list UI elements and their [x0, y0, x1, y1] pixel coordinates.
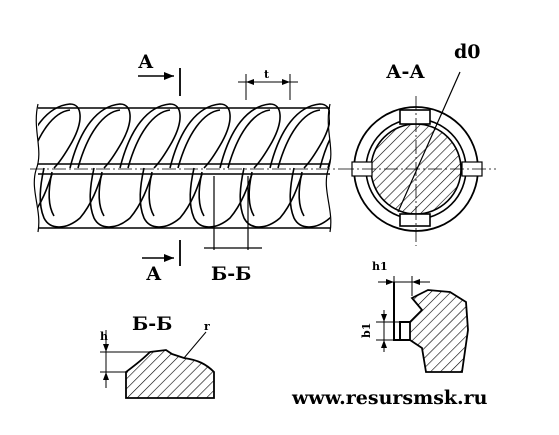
b1-label: b1: [360, 323, 373, 338]
rebar-ribs: [38, 103, 330, 229]
rebar-side-view: [30, 68, 340, 266]
rib-detail-view: [376, 276, 469, 373]
section-aa-title: А-А: [386, 61, 425, 83]
website-url: www.resursmsk.ru: [291, 387, 488, 409]
section-bb-title: Б-Б: [132, 313, 172, 335]
h1-label: h1: [372, 260, 388, 273]
diameter-d0-label: d0: [454, 41, 481, 63]
radius-r-label: r: [204, 320, 210, 333]
section-aa-view: [340, 71, 496, 246]
section-bb-view: [100, 330, 215, 399]
section-bb-mark-label: Б-Б: [211, 263, 251, 285]
section-a-top-label: А: [138, 51, 154, 73]
height-h-label: h: [100, 330, 108, 343]
pitch-t-label: t: [264, 68, 270, 81]
section-a-bottom-label: А: [146, 263, 162, 285]
